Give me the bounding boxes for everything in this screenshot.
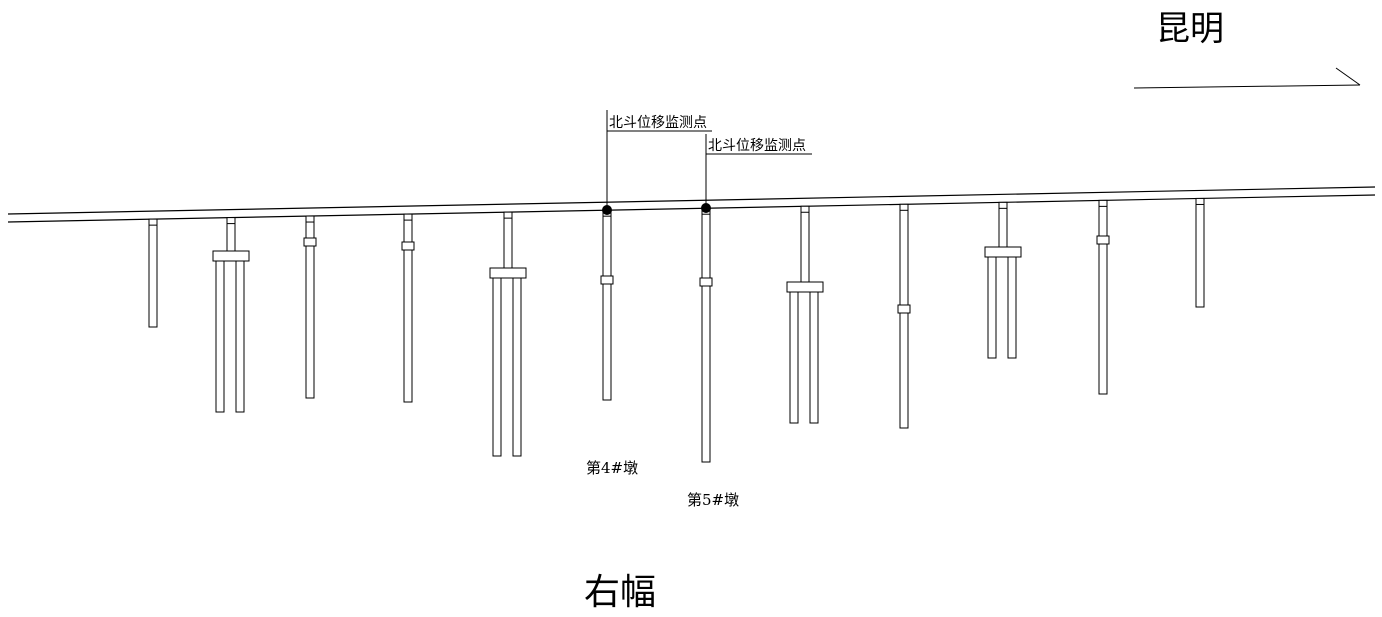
pile	[789, 291, 799, 424]
piers-group	[148, 197, 1205, 463]
pier-5	[489, 211, 527, 457]
monitoring-point-label: 北斗位移监测点	[708, 138, 806, 154]
monitoring-point-1: 北斗位移监测点	[602, 110, 712, 215]
direction-arrow-icon	[1133, 67, 1361, 89]
pier-band	[600, 275, 614, 285]
pier-11	[1096, 199, 1110, 395]
pier-column	[602, 209, 612, 401]
pier-column	[701, 207, 711, 463]
pier-band	[1096, 235, 1110, 245]
pier-10	[984, 201, 1022, 359]
pile	[987, 256, 997, 359]
direction-label: 昆明	[1156, 9, 1224, 49]
pier-2	[212, 217, 250, 413]
pile-cap	[212, 250, 250, 262]
pier-band	[699, 277, 713, 287]
pier-12	[1195, 197, 1205, 308]
monitoring-point-marker-icon	[602, 205, 612, 215]
pier-column	[1195, 197, 1205, 308]
pier-9	[897, 203, 911, 429]
diagram-caption: 右幅	[584, 572, 656, 613]
pile	[215, 260, 225, 413]
pile-cap	[984, 246, 1022, 258]
monitoring-point-2: 北斗位移监测点	[701, 134, 812, 213]
pier-6	[600, 209, 614, 401]
monitoring-point-label: 北斗位移监测点	[609, 115, 707, 131]
pile	[492, 277, 502, 457]
pile	[1007, 256, 1017, 359]
bridge-deck	[7, 186, 1376, 223]
pier-column	[148, 218, 158, 328]
pier-column	[1098, 199, 1108, 395]
pier-7	[699, 207, 713, 463]
pier-4	[401, 213, 415, 403]
pier-column	[305, 215, 315, 399]
pier-label-5: 第5#墩	[687, 491, 739, 509]
pile	[235, 260, 245, 413]
pile-cap	[489, 267, 527, 279]
pier-8	[786, 205, 824, 424]
pile	[512, 277, 522, 457]
pile-cap	[786, 281, 824, 293]
pier-column	[503, 211, 513, 269]
pile	[809, 291, 819, 424]
pier-1	[148, 218, 158, 328]
monitoring-point-marker-icon	[701, 203, 711, 213]
pier-column	[800, 205, 810, 283]
pier-label-4: 第4#墩	[586, 459, 638, 477]
pier-3	[303, 215, 317, 399]
pier-band	[303, 237, 317, 247]
pier-column	[899, 203, 909, 429]
pier-column	[998, 201, 1008, 248]
pier-column	[226, 217, 236, 252]
pier-band	[401, 241, 415, 251]
pier-column	[403, 213, 413, 403]
pier-band	[897, 304, 911, 314]
